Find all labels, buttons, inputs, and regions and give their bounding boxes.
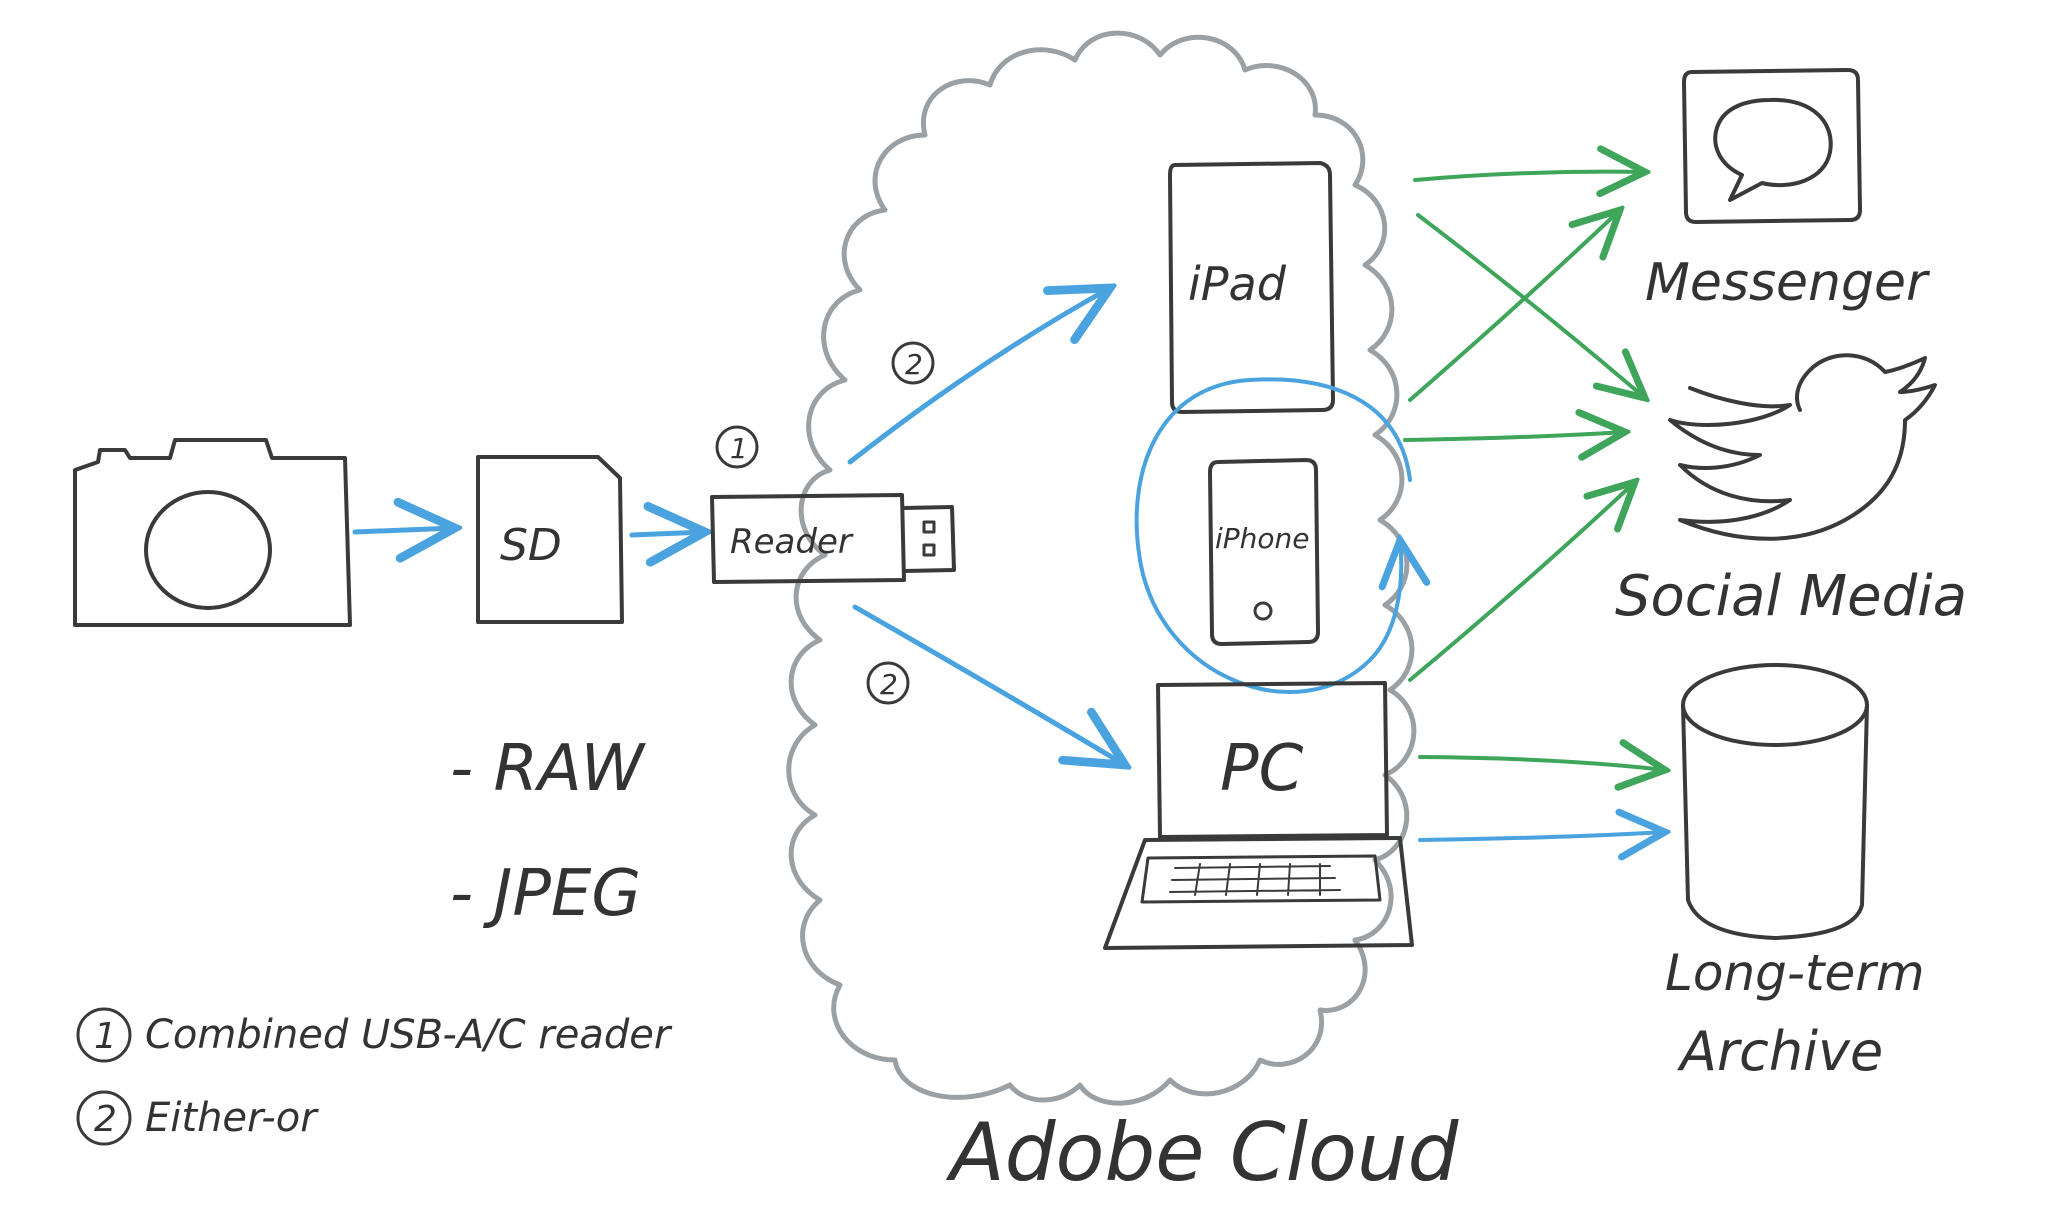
footnote-one-text: Combined USB-A/C reader: [145, 1012, 673, 1058]
footnote-two-text: Either-or: [145, 1095, 319, 1141]
cloud-label: Adobe Cloud: [945, 1106, 1460, 1199]
sync-loop-arrow: [1134, 377, 1410, 694]
arrow-pc-to-social: [1408, 482, 1635, 682]
database-cylinder-icon: [1681, 663, 1869, 940]
arrow-camera-to-sd: [352, 528, 455, 532]
usb-reader-icon: [710, 493, 956, 584]
reader-label: Reader: [730, 522, 854, 562]
bird-icon: [1668, 353, 1937, 541]
arrow-reader-to-ipad: [847, 288, 1110, 465]
arrow-pc-to-archive-raw: [1418, 832, 1665, 840]
arrow-ipad-to-messenger: [1413, 172, 1645, 180]
sd-card-icon: [476, 455, 624, 624]
cloud-icon: [786, 30, 1417, 1106]
arrow-iphone-to-messenger: [1408, 210, 1620, 402]
camera-icon: [73, 438, 352, 627]
sd-label: SD: [500, 520, 562, 571]
svg-text:2: 2: [94, 1099, 117, 1140]
legend-jpeg: - JPEG: [450, 857, 641, 931]
svg-text:1: 1: [94, 1016, 117, 1057]
archive-label-line1: Long-term: [1665, 944, 1925, 1002]
footnote-one: 1 Combined USB-A/C reader: [76, 1007, 673, 1063]
arrow-reader-to-pc: [852, 604, 1125, 765]
arrow-iphone-to-social: [1403, 432, 1625, 440]
laptop-icon: [1103, 681, 1414, 950]
footnotes: 1 Combined USB-A/C reader 2 Either-or: [76, 1007, 673, 1146]
legend: - RAW - JPEG: [450, 732, 647, 931]
chat-bubble-icon: [1682, 68, 1862, 224]
iphone-label: iPhone: [1215, 522, 1310, 555]
svg-text:2: 2: [880, 668, 898, 701]
arrow-ipad-to-social: [1416, 213, 1645, 398]
arrow-sd-to-reader: [629, 532, 705, 535]
svg-text:1: 1: [730, 432, 748, 465]
svg-text:2: 2: [905, 348, 923, 381]
social-media-label: Social Media: [1615, 564, 1967, 629]
ipad-label: iPad: [1188, 257, 1287, 311]
pc-label: PC: [1220, 732, 1304, 806]
messenger-label: Messenger: [1645, 253, 1931, 313]
footnote-two: 2 Either-or: [76, 1090, 319, 1146]
tablet-icon: [1168, 161, 1335, 414]
archive-label-line2: Archive: [1677, 1020, 1883, 1083]
phone-icon: [1208, 458, 1320, 646]
arrow-pc-to-archive-jpeg: [1418, 757, 1665, 770]
marker-one: 1: [715, 425, 759, 469]
marker-two-lower: 2: [866, 661, 910, 705]
marker-two-upper: 2: [891, 341, 935, 385]
legend-raw: - RAW: [450, 732, 647, 806]
